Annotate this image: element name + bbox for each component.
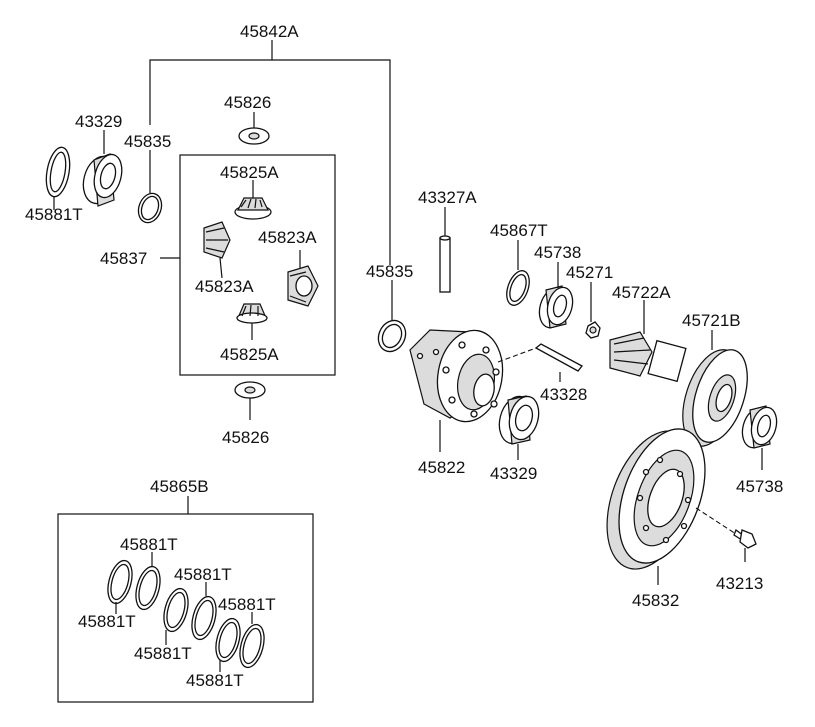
kit-ring-4	[191, 582, 217, 641]
label-45721B[interactable]: 45721B	[682, 311, 741, 330]
label-43328[interactable]: 43328	[540, 385, 587, 404]
shim-45835-center	[377, 280, 407, 353]
label-kit-45881T-2[interactable]: 45881T	[174, 565, 232, 584]
bearing-45738-right	[741, 405, 778, 470]
label-45832[interactable]: 45832	[632, 591, 679, 610]
kit-ring-2	[135, 552, 161, 611]
label-kit-45881T-1[interactable]: 45881T	[120, 535, 178, 554]
label-43329-center[interactable]: 43329	[490, 464, 537, 483]
label-45825A-top[interactable]: 45825A	[220, 163, 279, 182]
shim-45835-left	[137, 150, 163, 224]
box-45865B	[57, 513, 314, 703]
bearing-43329-center	[498, 395, 540, 460]
bearing-43329-left	[82, 130, 123, 207]
label-45825A-bottom[interactable]: 45825A	[220, 345, 279, 364]
kit-ring-5	[215, 617, 241, 672]
box-45837	[179, 154, 336, 376]
label-45722A[interactable]: 45722A	[612, 283, 671, 302]
pinion-gear-45825A-bottom	[236, 303, 268, 340]
bearing-45738-top	[538, 262, 574, 329]
label-45826-top[interactable]: 45826	[224, 93, 271, 112]
label-45842A[interactable]: 45842A	[240, 22, 299, 41]
label-45865B[interactable]: 45865B	[150, 477, 209, 496]
label-45835-center[interactable]: 45835	[366, 262, 413, 281]
driven-gear-45721B	[682, 330, 748, 447]
kit-ring-1	[107, 559, 133, 614]
label-43213[interactable]: 43213	[716, 574, 763, 593]
nut-45271	[585, 282, 601, 339]
label-45738-top[interactable]: 45738	[534, 243, 581, 262]
pinion-shaft-43327A	[439, 207, 451, 293]
label-45881T-left[interactable]: 45881T	[25, 205, 83, 224]
label-kit-45881T-6[interactable]: 45881T	[186, 671, 244, 690]
label-45826-bottom[interactable]: 45826	[222, 428, 269, 447]
label-kit-45881T-5[interactable]: 45881T	[134, 644, 192, 663]
bracket-45842A	[149, 40, 391, 265]
ring-45881T-left	[45, 146, 71, 210]
pin-43328	[497, 343, 583, 382]
label-45823A-left[interactable]: 45823A	[195, 277, 254, 296]
washer-45826-top	[238, 112, 270, 145]
label-45867T[interactable]: 45867T	[490, 221, 548, 240]
label-kit-45881T-3[interactable]: 45881T	[218, 595, 276, 614]
label-45835-left[interactable]: 45835	[124, 132, 171, 151]
kit-ring-3	[163, 587, 189, 645]
label-45837[interactable]: 45837	[100, 249, 147, 268]
label-43329-left[interactable]: 43329	[75, 112, 122, 131]
label-45823A-right[interactable]: 45823A	[258, 228, 317, 247]
side-gear-45823A-right	[287, 250, 319, 307]
differential-case-45822	[409, 329, 504, 452]
pinion-gear-45825A-top	[234, 180, 272, 220]
label-45738-right[interactable]: 45738	[736, 477, 783, 496]
output-gear-45722A	[609, 300, 687, 383]
label-45271[interactable]: 45271	[566, 263, 613, 282]
label-45822[interactable]: 45822	[418, 458, 465, 477]
label-43327A[interactable]: 43327A	[418, 188, 477, 207]
bolt-43213	[695, 507, 757, 562]
label-kit-45881T-4[interactable]: 45881T	[78, 612, 136, 631]
ring-gear-45832	[606, 428, 706, 585]
kit-ring-6	[239, 612, 265, 669]
ring-45867T	[506, 240, 530, 306]
washer-45826-bottom	[234, 381, 266, 420]
side-gear-45823A-left	[203, 221, 231, 279]
